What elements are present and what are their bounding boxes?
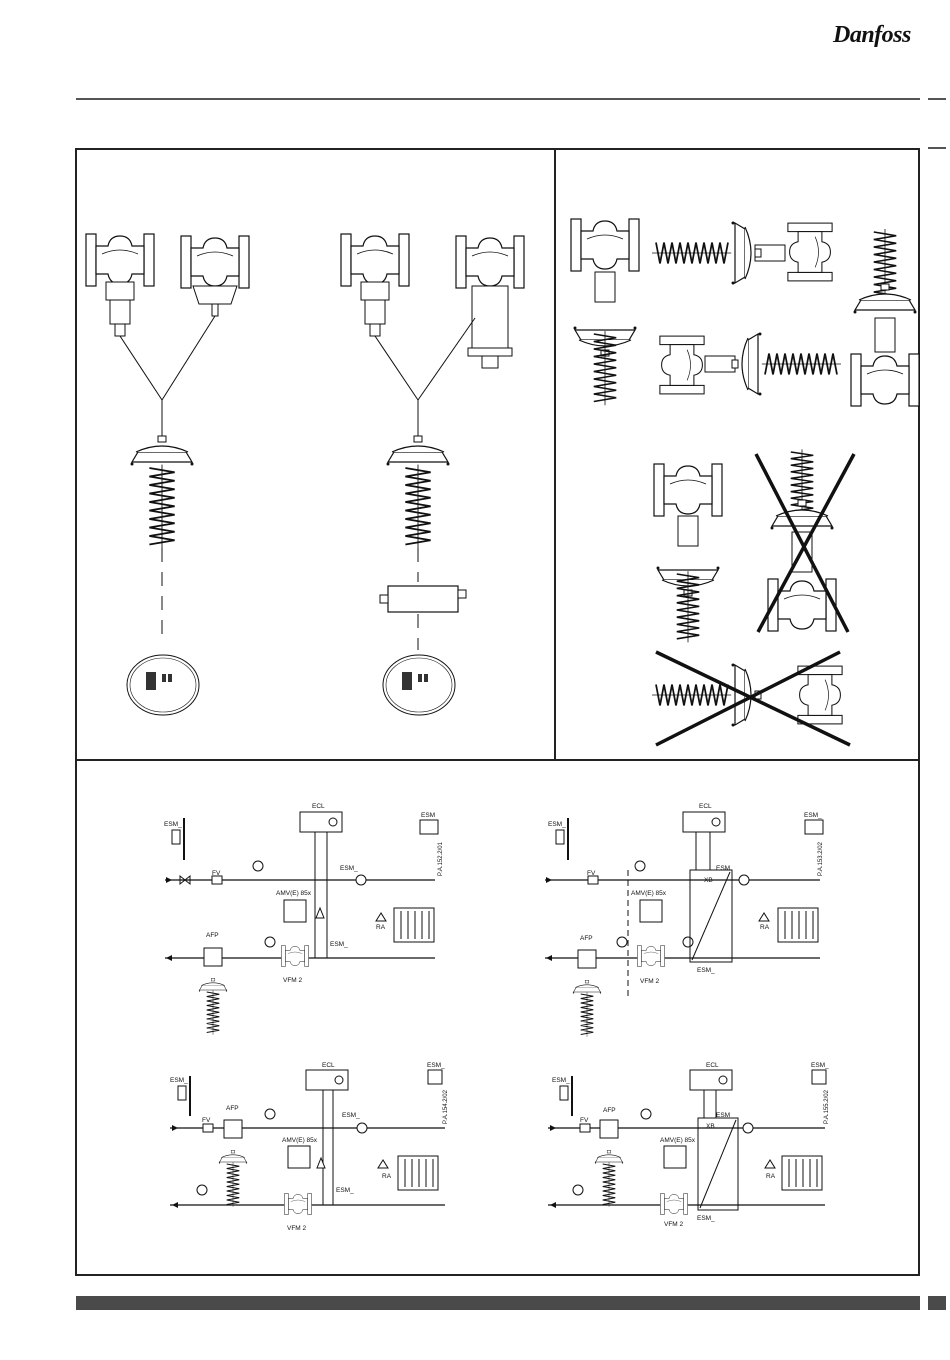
scheme-2-esm-outdoor-label: ESM_ [804,812,822,819]
scheme-4-ra-label: RA [766,1173,776,1180]
scheme-3-ra-label: RA [382,1173,392,1180]
scheme-4-fv-label: FV [580,1117,589,1124]
scheme-2-xb-label: XB [704,877,713,884]
scheme-1: ECL ESM ESM_ FV AFP AMV(E) 85x VFM 2 ESM… [164,803,444,1035]
scheme-2-valve-label: VFM 2 [640,978,660,985]
scheme-1-esm-outdoor-label: ESM [421,812,435,819]
scheme-2-ra-label: RA [760,924,770,931]
scheme-3: ECL ESM_ ESM_ FV AFP AMV(E) 85x VFM 2 ES… [170,1062,449,1232]
scheme-1-afp-label: AFP [206,932,219,939]
scheme-3-esm-outdoor-label: ESM_ [427,1062,445,1069]
scheme-4-valve-label: VFM 2 [664,1221,684,1228]
scheme-1-ra-label: RA [376,924,386,931]
scheme-4-esm-supply-label: ESM_ [716,1112,734,1119]
scheme-2: ECL ESM_ ESM_ FV AFP AMV(E) 85x VFM 2 XB… [545,803,824,1037]
scheme-1-esm-return-label: ESM_ [330,941,348,948]
scheme-4-actuator-label: AMV(E) 85x [660,1137,696,1144]
scheme-3-actuator-label: AMV(E) 85x [282,1137,318,1144]
footer-bar [76,1296,920,1310]
scheme-3-fv-label: FV [202,1117,211,1124]
scheme-1-esm-supply-label: ESM_ [340,865,358,872]
panel-mounting-positions [571,219,919,745]
scheme-2-code: P.A.153.2/02 [818,841,824,876]
scheme-2-afp-label: AFP [580,935,593,942]
scheme-3-esm-left-label: ESM_ [170,1077,188,1084]
scheme-4: ECL ESM_ ESM_ FV AFP AMV(E) 85x VFM 2 XB… [548,1062,830,1228]
scheme-3-afp-label: AFP [226,1105,239,1112]
scheme-2-esm-return-label: ESM_ [697,967,715,974]
scheme-3-ecl-label: ECL [322,1062,335,1069]
scheme-1-code: P.A.152.2/01 [438,841,444,876]
scheme-4-code: P.A.155.2/02 [824,1089,830,1124]
scheme-3-esm-return-label: ESM_ [336,1187,354,1194]
scheme-4-afp-label: AFP [603,1107,616,1114]
scheme-4-esm-return-label: ESM_ [697,1215,715,1222]
scheme-4-esm-outdoor-label: ESM_ [811,1062,829,1069]
scheme-2-actuator-label: AMV(E) 85x [631,890,667,897]
scheme-4-esm-left-label: ESM_ [552,1077,570,1084]
scheme-2-esm-left-label: ESM_ [548,821,566,828]
scheme-2-ecl-label: ECL [699,803,712,810]
scheme-3-code: P.A.154.2/02 [443,1089,449,1124]
scheme-1-ecl-label: ECL [312,803,325,810]
scheme-1-esm-left-label: ESM_ [164,821,182,828]
scheme-4-xb-label: XB [706,1123,715,1130]
footer-tab [928,1296,946,1310]
scheme-3-esm-supply-label: ESM_ [342,1112,360,1119]
scheme-1-valve-label: VFM 2 [283,977,303,984]
scheme-2-esm-supply-label: ESM [716,865,730,872]
scheme-1-actuator-label: AMV(E) 85x [276,890,312,897]
panel-assembly-kits [86,234,524,715]
scheme-4-ecl-label: ECL [706,1062,719,1069]
scheme-3-valve-label: VFM 2 [287,1225,307,1232]
